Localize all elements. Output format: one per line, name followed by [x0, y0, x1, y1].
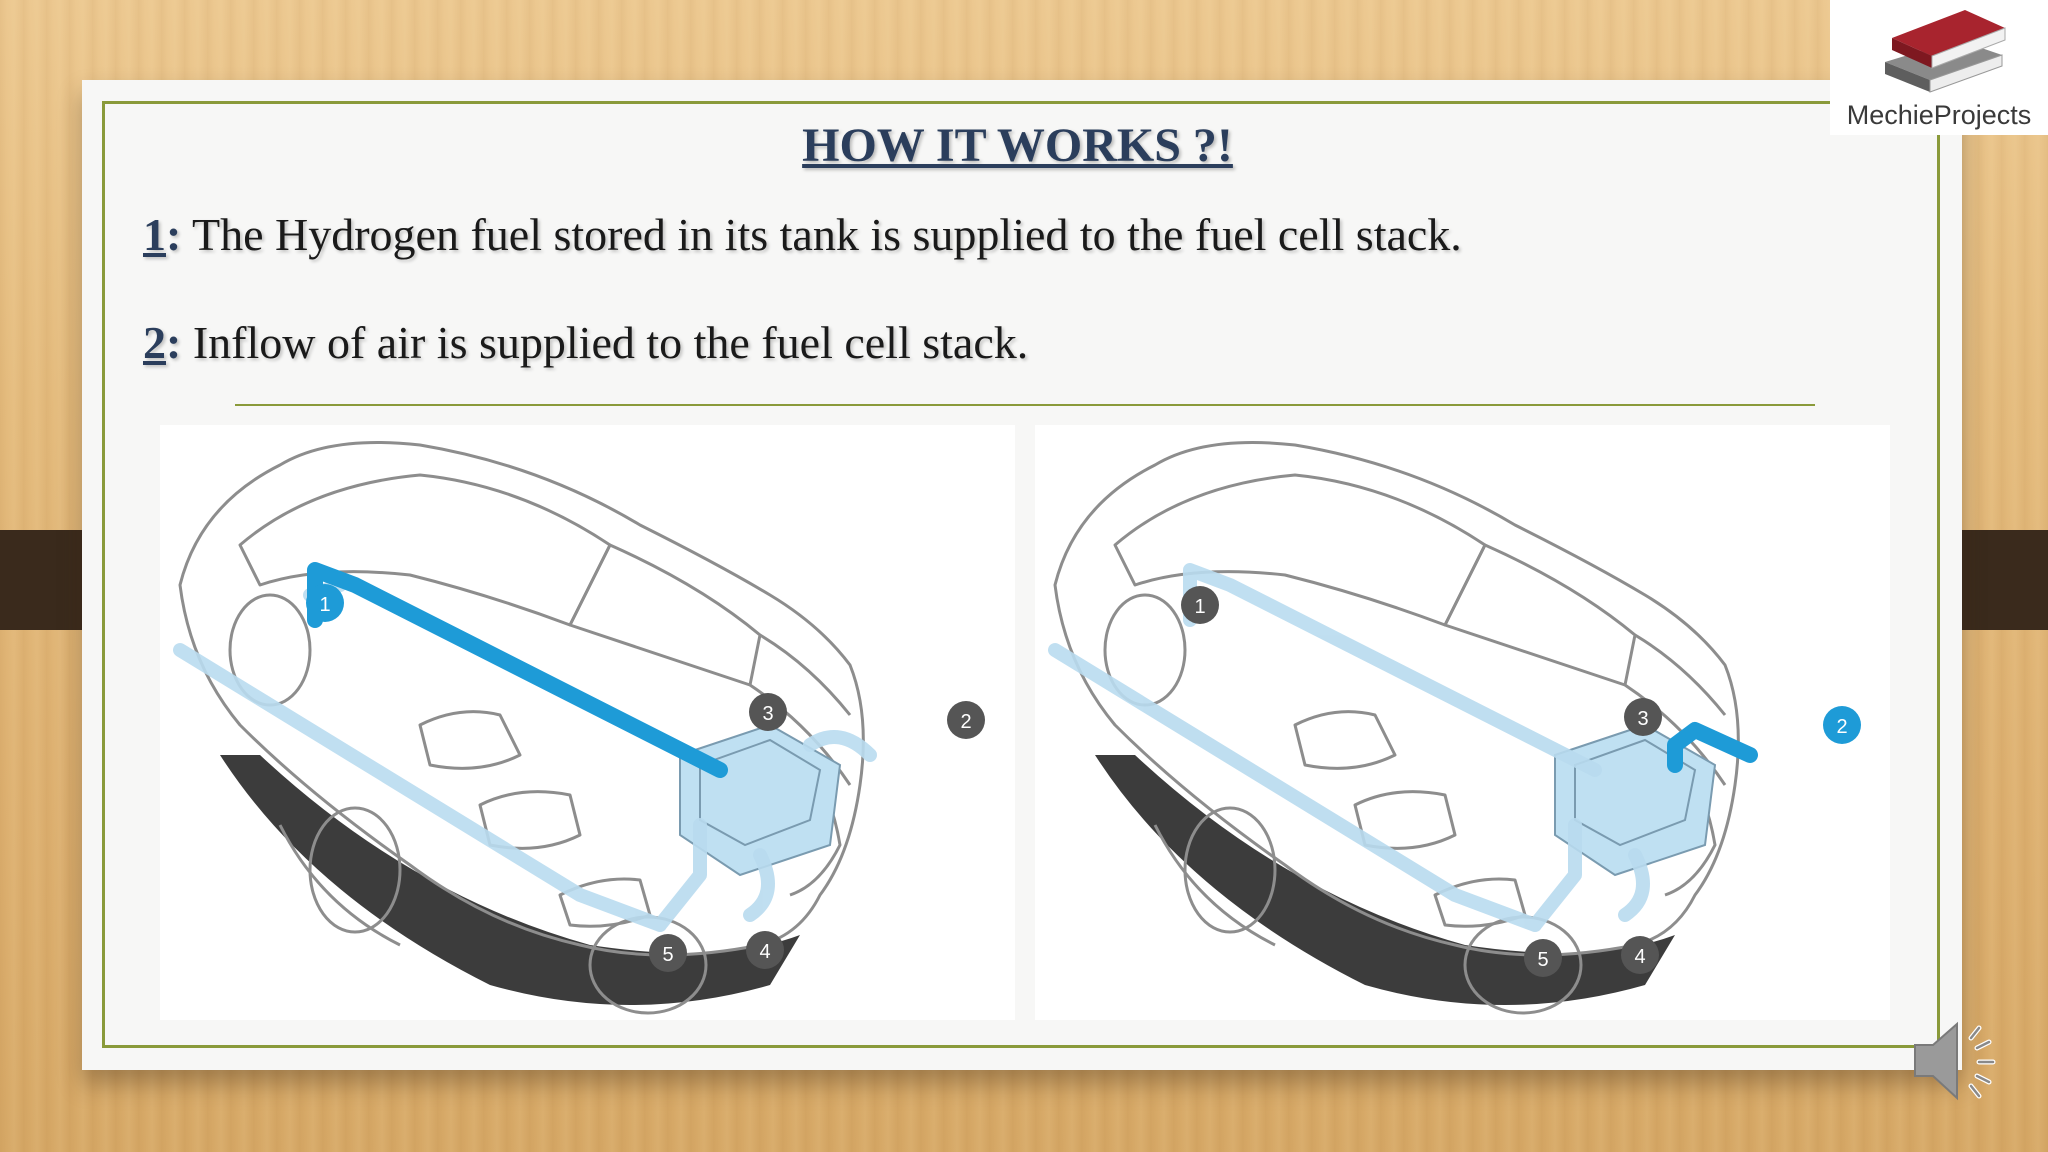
step-1-number: 1 — [143, 209, 166, 260]
pipes-2 — [1048, 563, 1650, 932]
marker-1-4: 4 — [746, 931, 784, 969]
slide-title: HOW IT WORKS ?! — [802, 119, 1233, 172]
marker-label: 3 — [1637, 708, 1648, 730]
mechieprojects-logo[interactable]: MechieProjects — [1830, 0, 2048, 135]
step-1-number-wrap: 1: — [143, 209, 181, 260]
car-shadow-1 — [220, 755, 800, 1005]
logo-text: MechieProjects — [1846, 100, 2032, 130]
marker-label: 4 — [759, 941, 770, 963]
fuel-cell-car-diagram-2: 1 2 3 4 5 — [1035, 425, 1890, 1020]
step-1-text: The Hydrogen fuel stored in its tank is … — [181, 209, 1462, 260]
air-inlet-pipe-2 — [1667, 722, 1758, 773]
marker-label: 5 — [662, 944, 673, 966]
step-2-number-wrap: 2: — [143, 317, 181, 368]
fuel-cell-car-diagram-1: 1 2 3 4 5 — [160, 425, 1015, 1020]
marker-label: 2 — [1836, 716, 1847, 738]
car-body-2 — [1053, 441, 1740, 1015]
marker-2-2: 2 — [1823, 706, 1861, 744]
marker-label: 5 — [1537, 949, 1548, 971]
marker-label: 1 — [319, 594, 330, 616]
marker-label: 4 — [1634, 946, 1645, 968]
marker-2-5: 5 — [1524, 939, 1562, 977]
marker-2-1: 1 — [1181, 586, 1219, 624]
marker-label: 1 — [1194, 596, 1205, 618]
hydrogen-pipe-1 — [307, 562, 728, 778]
marker-label: 3 — [762, 703, 773, 725]
marker-1-5: 5 — [649, 934, 687, 972]
marker-1-3: 3 — [749, 693, 787, 731]
marker-1-1: 1 — [306, 584, 344, 622]
step-1-colon: : — [166, 209, 182, 260]
car-shadow-2 — [1095, 755, 1675, 1005]
books-icon — [1885, 10, 2006, 93]
step-2-text: Inflow of air is supplied to the fuel ce… — [181, 317, 1029, 368]
marker-2-4: 4 — [1621, 936, 1659, 974]
marker-1-2: 2 — [947, 701, 985, 739]
step-2-number: 2 — [143, 317, 166, 368]
slide-frame — [102, 101, 1940, 1048]
title-divider — [235, 404, 1815, 406]
speaker-icon[interactable] — [1905, 1010, 2005, 1110]
marker-2-3: 3 — [1624, 698, 1662, 736]
marker-label: 2 — [960, 711, 971, 733]
step-1: 1: The Hydrogen fuel stored in its tank … — [143, 208, 1462, 261]
step-2: 2: Inflow of air is supplied to the fuel… — [143, 316, 1028, 369]
step-2-colon: : — [166, 317, 182, 368]
